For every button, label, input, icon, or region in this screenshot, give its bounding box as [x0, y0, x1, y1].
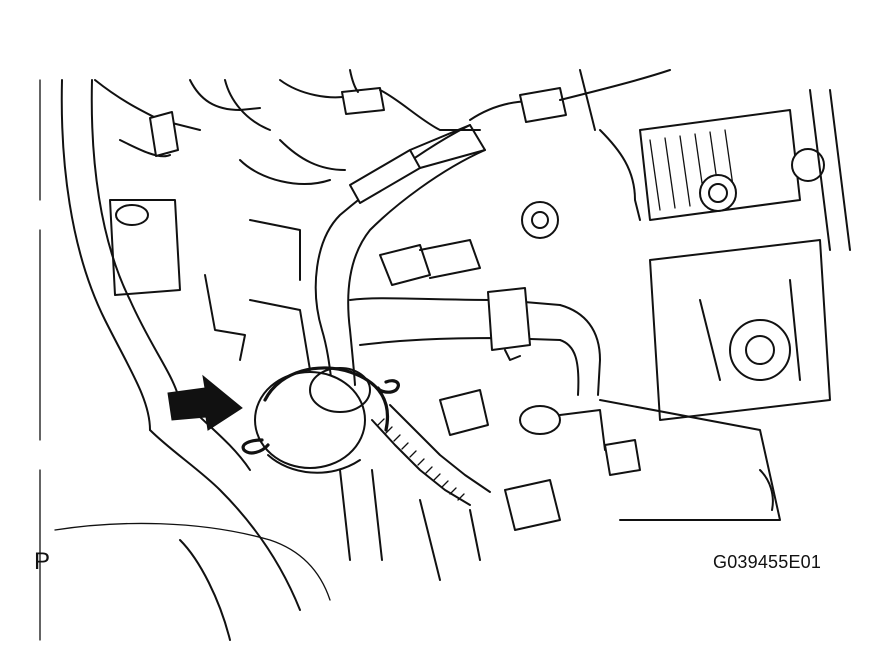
coolant-pipe [314, 124, 486, 386]
hose-clamp [241, 366, 400, 474]
left-harness [39, 79, 331, 641]
drive-belt [371, 404, 491, 506]
view-label: P [34, 548, 51, 575]
brackets [109, 139, 481, 641]
connectors [379, 239, 641, 531]
upper-harness [94, 69, 671, 158]
figure-code: G039455E01 [713, 552, 822, 572]
arrow-right-icon [167, 374, 243, 431]
engine-block [521, 89, 851, 521]
bypass-hose [349, 287, 601, 396]
